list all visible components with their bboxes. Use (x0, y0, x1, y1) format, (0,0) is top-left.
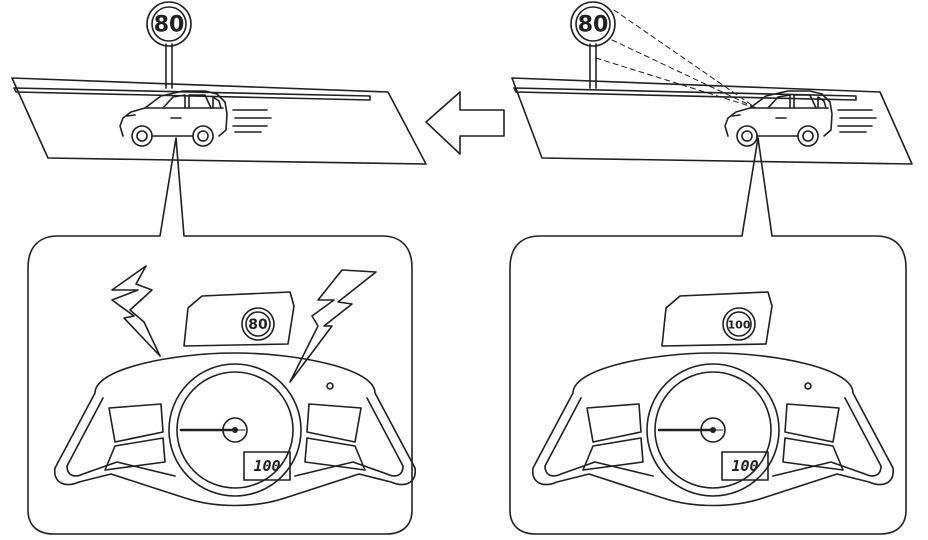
camera-detection-lines (595, 9, 757, 109)
road-sign-speed: 80 (578, 13, 609, 38)
display-housing (661, 291, 773, 347)
road-marking (513, 87, 857, 101)
warning-flash-left (111, 265, 161, 357)
cluster-sign: 80 (241, 307, 275, 341)
left-scene: 80 80 100 (11, 1, 427, 535)
display-housing (183, 291, 295, 347)
road-slab (11, 77, 427, 165)
speed-display-value: 100 (731, 457, 758, 475)
instrument-cluster (531, 351, 895, 507)
instrument-cluster (53, 351, 417, 507)
road-sign: 80 (146, 1, 192, 89)
cluster-sign-speed: 100 (728, 319, 751, 332)
cluster-sign-speed: 80 (248, 317, 268, 333)
speed-display-value: 100 (253, 457, 280, 475)
road-sign: 80 (570, 1, 616, 89)
cluster-sign: 100 (722, 307, 756, 341)
speed-lcd: 100 (243, 451, 291, 481)
callout-panel (27, 137, 413, 535)
warning-flash-right (289, 269, 377, 383)
callout-panel (509, 137, 907, 535)
road-sign-speed: 80 (154, 13, 185, 38)
road-marking (13, 87, 371, 101)
right-scene: 80 100 100 (509, 1, 913, 535)
speed-lcd: 100 (721, 451, 769, 481)
sequence-arrow (425, 91, 505, 155)
road-slab (511, 77, 913, 165)
car (119, 90, 272, 147)
